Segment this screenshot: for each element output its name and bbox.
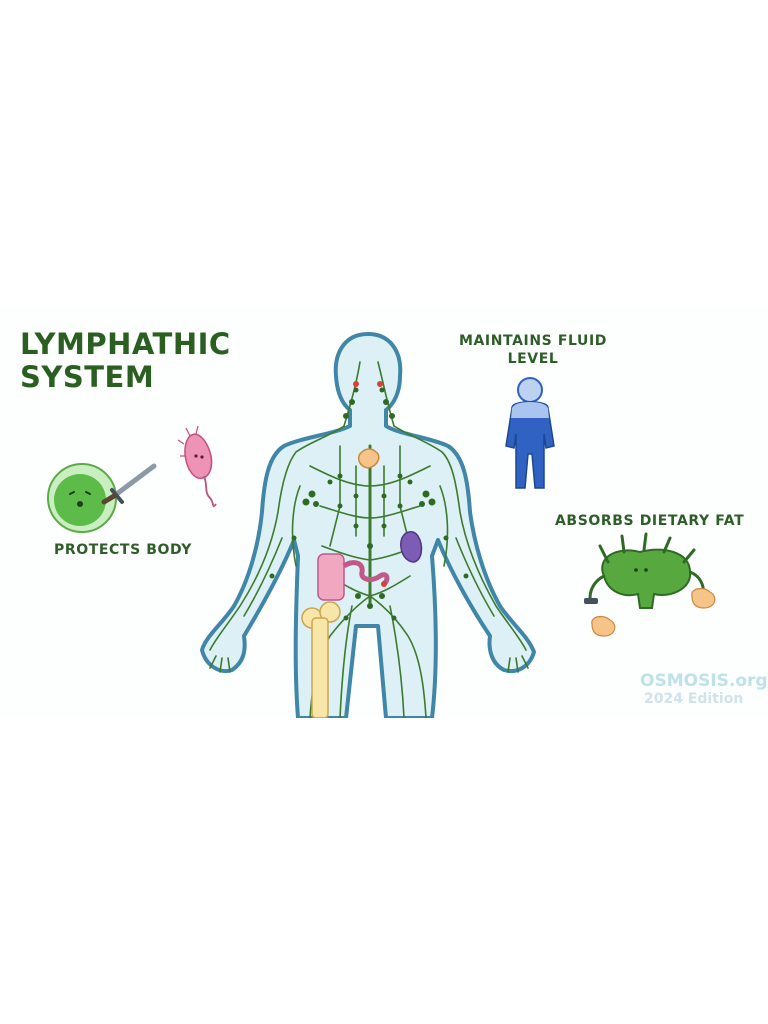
lymph-nodes bbox=[269, 387, 469, 621]
person-icon bbox=[505, 377, 555, 489]
title-line-2: SYSTEM bbox=[20, 360, 155, 394]
maintains-fluid-label: MAINTAINS FLUID LEVEL bbox=[448, 332, 618, 368]
logo-brand: OSMOSIS.org bbox=[640, 671, 768, 691]
osmosis-logo: OSMOSIS.org 2024 Edition bbox=[640, 672, 768, 708]
maintains-fluid-line-1: MAINTAINS FLUID bbox=[458, 333, 608, 349]
diagram-title: LYMPHATHIC SYSTEM bbox=[20, 328, 250, 394]
fat-droplet-icon bbox=[591, 587, 716, 637]
lymphocyte-icon bbox=[47, 463, 117, 533]
logo-edition: 2024 Edition bbox=[644, 691, 744, 707]
spleen bbox=[400, 531, 423, 563]
lacteal-villus-icon bbox=[584, 532, 710, 609]
body-silhouette bbox=[200, 332, 536, 718]
femur-bone bbox=[301, 601, 341, 718]
title-line-1: LYMPHATHIC bbox=[20, 327, 231, 361]
illustration-frame: LYMPHATHIC SYSTEM MAINTAINS FLUID LEVEL … bbox=[0, 306, 768, 718]
protects-body-label: PROTECTS BODY bbox=[54, 542, 192, 558]
tonsil-right bbox=[377, 381, 383, 387]
maintains-fluid-line-2: LEVEL bbox=[507, 351, 559, 367]
tonsil-left bbox=[353, 381, 359, 387]
artwork bbox=[47, 332, 716, 718]
sword-icon bbox=[101, 463, 157, 505]
thymus bbox=[357, 448, 380, 469]
intestine bbox=[317, 553, 390, 601]
absorbs-fat-label: ABSORBS DIETARY FAT bbox=[555, 513, 745, 529]
bacterium-icon bbox=[177, 425, 217, 508]
human-body-lymph-icon bbox=[200, 332, 536, 718]
